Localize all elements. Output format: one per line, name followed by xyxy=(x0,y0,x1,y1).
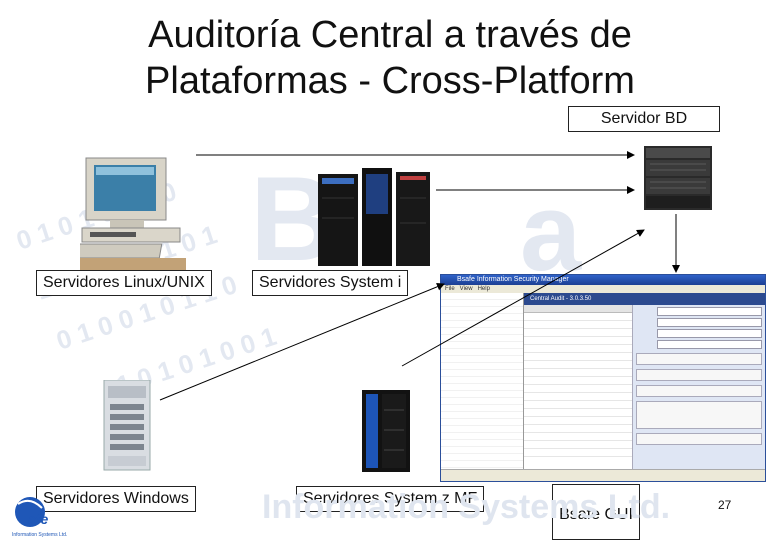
servidor-bd-label: Servidor BD xyxy=(568,106,720,132)
database-server-icon xyxy=(644,146,712,210)
bsafe-logo-icon: afe Information Systems Ltd. xyxy=(12,497,67,538)
gui-title-bar: Bsafe Information Security Manager xyxy=(441,275,765,285)
title-line-1: Auditoría Central a través de xyxy=(148,14,632,56)
gui-menu-bar: File View Help xyxy=(441,285,765,293)
svg-text:Information Systems Ltd.: Information Systems Ltd. xyxy=(12,532,67,538)
title-line-2: Plataformas - Cross-Platform xyxy=(145,60,635,102)
svg-text:a: a xyxy=(520,171,582,294)
gui-filter-pane xyxy=(632,305,765,469)
system-z-mainframe-icon xyxy=(362,390,410,472)
arrow-system-z-to-db xyxy=(401,229,645,367)
linux-workstation-icon xyxy=(80,157,186,270)
gui-status-bar xyxy=(441,469,765,481)
windows-label: Servidores Windows xyxy=(36,486,196,512)
bsafe-gui-window: Bsafe Information Security Manager File … xyxy=(440,274,766,482)
windows-server-icon xyxy=(103,380,151,471)
watermark-text: Information Systems Ltd. xyxy=(262,488,671,526)
system-i-server-icon xyxy=(318,168,430,266)
gui-tree-panel xyxy=(441,293,524,469)
svg-text:afe: afe xyxy=(28,511,48,527)
gui-event-grid xyxy=(524,305,632,469)
page-number: 27 xyxy=(718,498,732,512)
arrow-windows-to-db xyxy=(159,282,445,401)
linux-unix-label: Servidores Linux/UNIX xyxy=(36,270,212,296)
slide-title: Auditoría Central a través de Plataforma… xyxy=(0,12,780,104)
gui-subtitle: Central Audit - 3.0.3.50 xyxy=(524,293,765,305)
system-z-label: Servidores System z MF xyxy=(296,486,485,512)
system-i-label: Servidores System i xyxy=(252,270,409,296)
